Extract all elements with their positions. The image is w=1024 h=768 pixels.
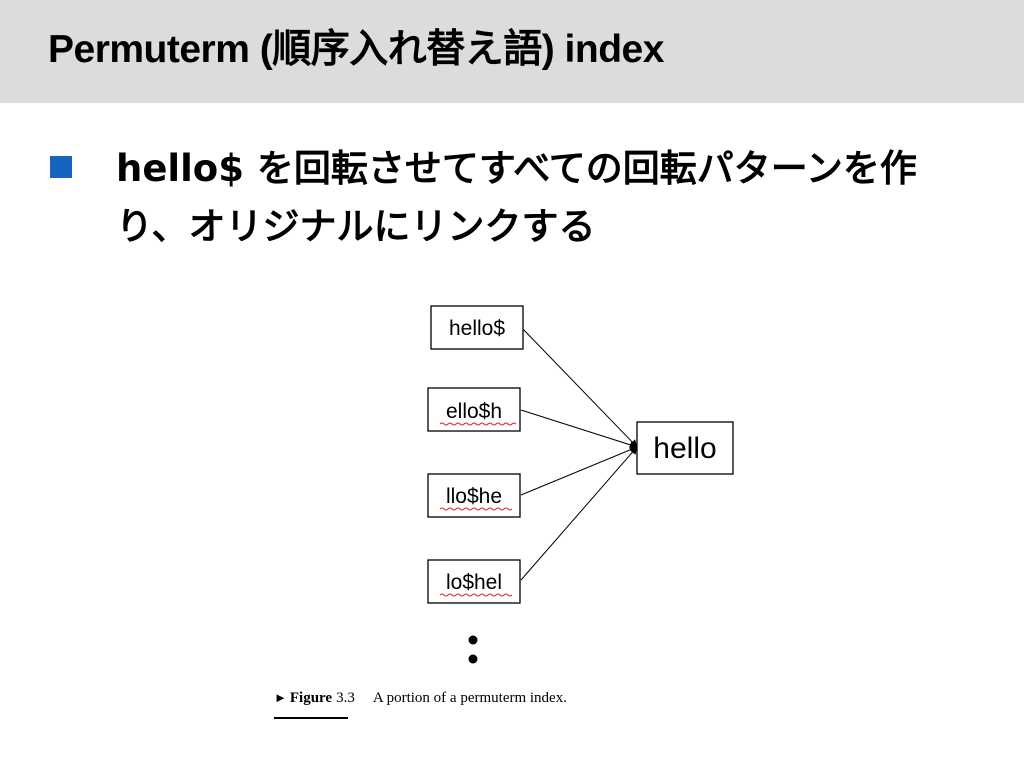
- bullet-text: hello$ を回転させてすべての回転パターンを作り、オリジナルにリンクする: [116, 147, 917, 248]
- slide-title: Permuterm (順序入れ替え語) index: [48, 28, 664, 71]
- caption-text: A portion of a permuterm index.: [372, 690, 567, 706]
- bullet-square-icon: [50, 156, 72, 178]
- rotation-label: hello$: [449, 317, 505, 340]
- rotation-label: llo$he: [446, 485, 502, 508]
- rotation-label: lo$hel: [446, 571, 502, 594]
- link-line: [520, 446, 638, 581]
- caption-figure-number: 3.3: [336, 690, 355, 706]
- caption-arrow-icon: ►: [274, 690, 287, 705]
- link-line: [520, 445, 638, 496]
- rotation-box: [427, 559, 521, 604]
- link-line: [520, 326, 638, 448]
- target-label: hello: [653, 432, 716, 465]
- rotation-label: ello$h: [446, 400, 502, 423]
- target-box: [636, 421, 734, 475]
- spellcheck-squiggle: [439, 593, 513, 597]
- spellcheck-squiggle: [439, 422, 517, 426]
- caption-figure-label: Figure: [289, 690, 333, 706]
- spellcheck-squiggle: [439, 507, 513, 511]
- rotation-box: [430, 305, 524, 350]
- caption-underline: [274, 717, 348, 719]
- vertical-ellipsis-icon: [468, 635, 478, 664]
- link-line: [520, 409, 638, 449]
- title-bar: Permuterm (順序入れ替え語) index: [0, 0, 1024, 103]
- rotation-box: [427, 473, 521, 518]
